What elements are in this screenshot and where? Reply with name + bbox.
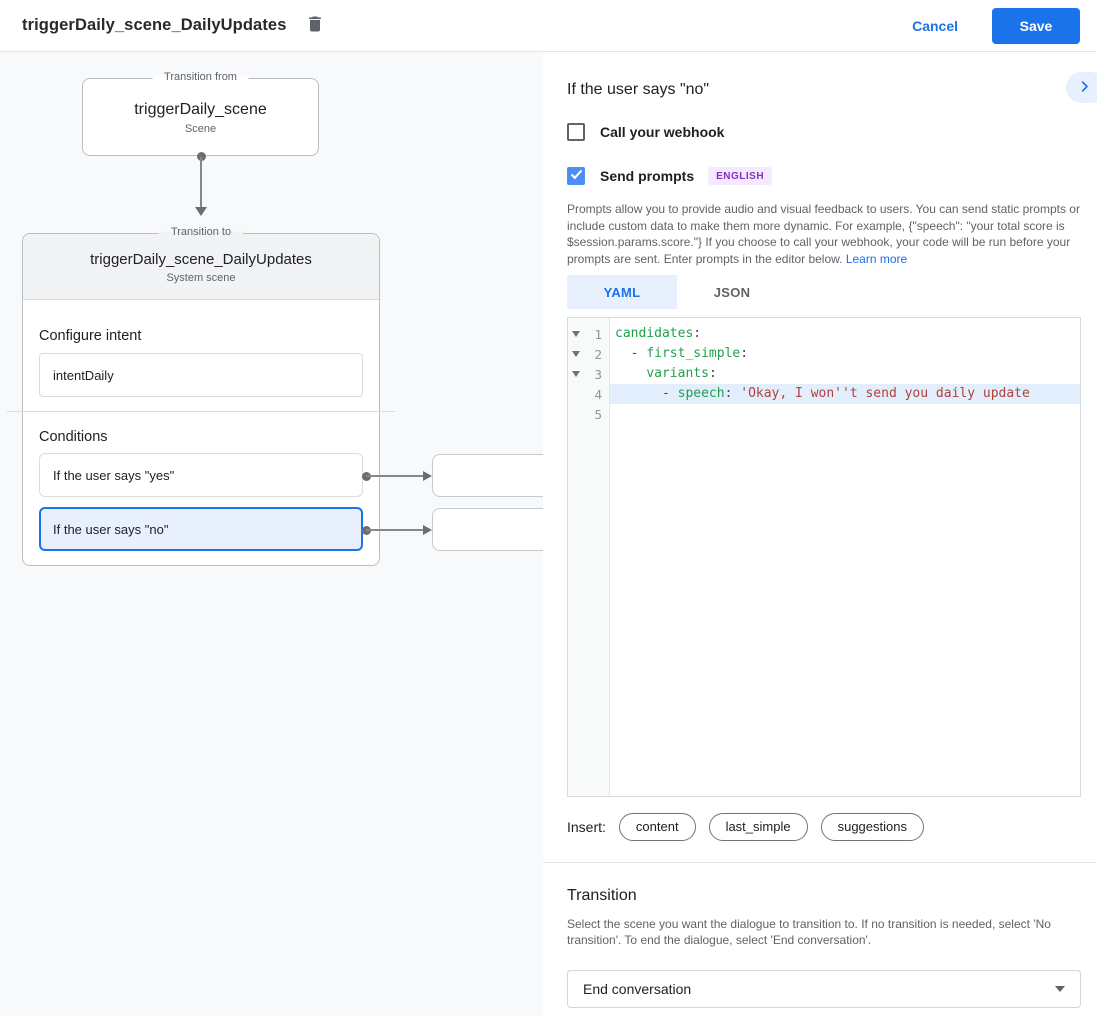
line-number: 5 <box>594 406 602 422</box>
connector-arrowhead-icon <box>195 207 207 216</box>
line-number: 3 <box>594 366 602 382</box>
transition-description: Select the scene you want the dialogue t… <box>567 917 1051 947</box>
transition-select[interactable]: End conversation <box>567 970 1081 1008</box>
connector-arrowhead-icon <box>423 471 432 481</box>
page-title: triggerDaily_scene_DailyUpdates <box>22 16 287 34</box>
transition-to-legend: Transition to <box>158 226 244 238</box>
panel-title: If the user says "no" <box>567 81 710 98</box>
transition-select-value: End conversation <box>583 981 692 997</box>
insert-toolbar: Insert: content last_simple suggestions <box>567 813 1081 841</box>
code-line <box>610 404 1080 424</box>
cancel-button[interactable]: Cancel <box>912 17 958 34</box>
from-scene-subtitle: Scene <box>184 123 217 135</box>
connector-line <box>366 475 424 477</box>
tab-json[interactable]: JSON <box>713 284 751 300</box>
save-button[interactable]: Save <box>992 7 1080 44</box>
line-number: 2 <box>594 346 602 362</box>
dropdown-caret-icon <box>1055 986 1065 992</box>
to-scene-title: triggerDaily_scene_DailyUpdates <box>90 251 312 268</box>
insert-label: Insert: <box>567 819 606 835</box>
panel-divider <box>543 862 1097 863</box>
prompts-description: Prompts allow you to provide audio and v… <box>567 201 1081 267</box>
intent-item[interactable]: intentDaily <box>39 353 363 397</box>
condition-row-yes[interactable]: If the user says "yes" <box>39 453 363 497</box>
trash-icon <box>305 13 325 38</box>
prompts-description-text: Prompts allow you to provide audio and v… <box>567 202 1080 266</box>
line-number: 1 <box>594 326 602 342</box>
connector-arrowhead-icon <box>423 525 432 535</box>
insert-chip-suggestions[interactable]: suggestions <box>820 813 924 841</box>
tab-yaml[interactable]: YAML <box>567 275 677 309</box>
language-badge: ENGLISH <box>708 167 773 185</box>
fold-icon[interactable] <box>572 331 580 337</box>
send-prompts-label: Send prompts <box>600 168 695 184</box>
delete-scene-button[interactable] <box>305 13 325 38</box>
condition-row-no[interactable]: If the user says "no" <box>39 507 363 551</box>
editor-code-area[interactable]: candidates: - first_simple: variants: - … <box>610 318 1080 796</box>
transition-from-node[interactable]: Transition from triggerDaily_scene Scene <box>82 71 319 156</box>
fold-icon[interactable] <box>572 371 580 377</box>
configure-intent-heading: Configure intent <box>39 328 142 344</box>
top-bar: triggerDaily_scene_DailyUpdates Cancel S… <box>0 0 1097 52</box>
editor-format-tabs: YAML JSON <box>567 275 1081 309</box>
condition-detail-panel: If the user says "no" Call your webhook … <box>543 52 1097 1016</box>
conditions-heading: Conditions <box>39 429 108 445</box>
connector-dot <box>197 152 206 161</box>
transition-from-legend: Transition from <box>152 71 249 83</box>
fold-icon[interactable] <box>572 351 580 357</box>
code-line-active: - speech: 'Okay, I won''t send you daily… <box>610 384 1080 404</box>
editor-gutter: 1 2 3 4 5 <box>568 318 610 796</box>
insert-chip-content[interactable]: content <box>618 813 696 841</box>
chevron-right-icon <box>1077 79 1092 97</box>
call-webhook-label: Call your webhook <box>600 124 725 140</box>
scene-diagram-canvas: Transition from triggerDaily_scene Scene… <box>0 52 543 1016</box>
code-line: variants: <box>646 366 717 381</box>
condition-target-node[interactable] <box>432 454 543 497</box>
prompt-code-editor[interactable]: 1 2 3 4 5 candidates: - first_simple: va… <box>567 317 1081 797</box>
call-webhook-checkbox[interactable] <box>567 123 585 141</box>
send-prompts-checkbox[interactable] <box>567 167 585 185</box>
checkmark-icon <box>570 167 583 185</box>
to-scene-header[interactable]: Transition to triggerDaily_scene_DailyUp… <box>23 226 379 300</box>
collapse-panel-button[interactable] <box>1066 72 1097 103</box>
connector-line <box>200 157 202 208</box>
connector-line <box>366 529 424 531</box>
learn-more-link[interactable]: Learn more <box>845 251 908 266</box>
transition-heading: Transition <box>567 887 637 904</box>
to-scene-subtitle: System scene <box>166 272 236 284</box>
card-divider <box>7 411 395 412</box>
insert-chip-last-simple[interactable]: last_simple <box>708 813 808 841</box>
code-line: - first_simple: <box>615 346 749 361</box>
transition-to-node: Transition to triggerDaily_scene_DailyUp… <box>7 226 395 566</box>
condition-target-node[interactable] <box>432 508 543 551</box>
from-scene-title: triggerDaily_scene <box>134 101 267 118</box>
code-line: candidates: <box>615 326 702 341</box>
line-number: 4 <box>594 386 602 402</box>
